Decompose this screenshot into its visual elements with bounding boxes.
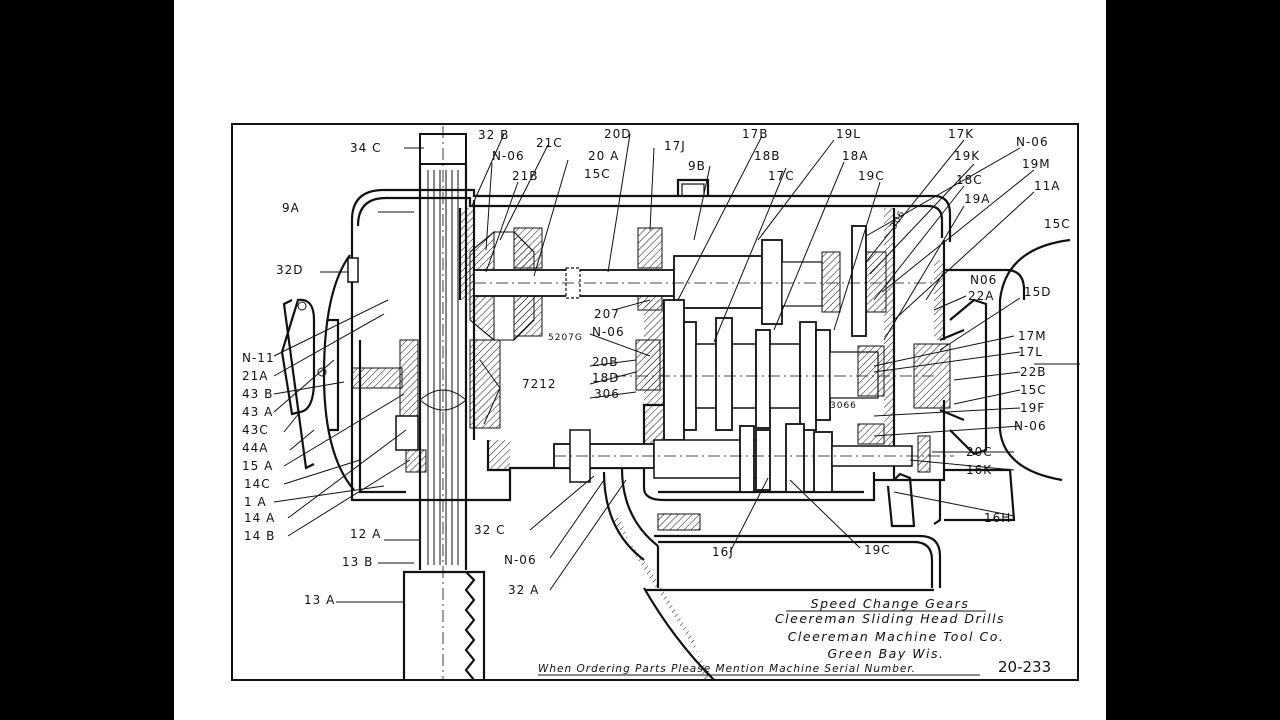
title-block: Speed Change Gears Cleereman Sliding Hea… xyxy=(538,596,1051,676)
label-17M: 17M xyxy=(1018,329,1047,343)
front-cap xyxy=(280,254,403,491)
label-N06-d: N-06 xyxy=(592,325,625,339)
label-13A: 13 A xyxy=(304,593,335,607)
label-32D: 32D xyxy=(276,263,304,277)
callout-labels: 34 C 32 B N-06 21C 20D 17J 17B 19L 17K N… xyxy=(242,127,1071,607)
speed-change-gear-diagram: 34 C 32 B N-06 21C 20D 17J 17B 19L 17K N… xyxy=(231,123,1080,681)
label-16H: 16H xyxy=(984,511,1011,525)
drawing-number: 20-233 xyxy=(998,658,1051,676)
title-line-3: Cleereman Machine Tool Co. xyxy=(788,629,1005,644)
label-21B: 21B xyxy=(512,169,539,183)
label-1A: 1 A xyxy=(244,495,267,509)
label-16J: 16J xyxy=(712,545,734,559)
label-21A: 21A xyxy=(242,369,268,383)
label-306-a: 306 xyxy=(594,387,620,401)
label-18C: 18C xyxy=(956,173,983,187)
label-43A: 43 A xyxy=(242,405,273,419)
label-18B: 18B xyxy=(754,149,781,163)
drawing-sheet: 34 C 32 B N-06 21C 20D 17J 17B 19L 17K N… xyxy=(174,0,1106,720)
label-20A: 20 A xyxy=(588,149,619,163)
label-14C: 14C xyxy=(244,477,271,491)
leader-lines xyxy=(273,133,1080,603)
label-13B: 13 B xyxy=(342,555,373,569)
label-43B: 43 B xyxy=(242,387,273,401)
label-15C-a: 15C xyxy=(584,167,611,181)
label-19A: 19A xyxy=(964,192,990,206)
label-20D: 20D xyxy=(604,127,632,141)
label-15D: 15D xyxy=(1024,285,1052,299)
label-3066: 3066 xyxy=(830,401,857,411)
label-207: 207 xyxy=(594,307,620,321)
label-N06-b: N-06 xyxy=(1016,135,1049,149)
quill xyxy=(402,570,486,681)
upper-shaft xyxy=(473,225,934,337)
label-17L: 17L xyxy=(1018,345,1043,359)
base-column xyxy=(610,513,942,681)
spindle xyxy=(418,126,468,680)
title-line-4: Green Bay Wis. xyxy=(827,646,944,661)
label-20C: 20C xyxy=(966,445,993,459)
ordering-note: When Ordering Parts Please Mention Machi… xyxy=(538,663,916,675)
label-N06-a: N-06 xyxy=(492,149,525,163)
label-14B: 14 B xyxy=(244,529,275,543)
label-N06-c: N06 xyxy=(970,273,997,287)
label-19L: 19L xyxy=(836,127,861,141)
motor-housing xyxy=(913,238,1071,525)
label-22B: 22B xyxy=(1020,365,1047,379)
label-15C-c: 15C xyxy=(1020,383,1047,397)
title-line-1: Speed Change Gears xyxy=(811,596,970,611)
label-17J: 17J xyxy=(664,139,686,153)
label-N11: N-11 xyxy=(242,351,275,365)
label-32B: 32 B xyxy=(478,128,509,142)
label-20B: 20B xyxy=(592,355,619,369)
lower-shaft xyxy=(553,423,954,561)
label-5207G: 5207G xyxy=(548,333,583,343)
label-N06-e: N-06 xyxy=(1014,419,1047,433)
label-17C: 17C xyxy=(768,169,795,183)
label-19F: 19F xyxy=(1020,401,1045,415)
label-18A: 18A xyxy=(842,149,868,163)
drawing-border xyxy=(231,123,1079,681)
label-11A: 11A xyxy=(1034,179,1060,193)
label-N06-f: N-06 xyxy=(504,553,537,567)
label-15A: 15 A xyxy=(242,459,273,473)
label-9B: 9B xyxy=(688,159,706,173)
label-44A: 44A xyxy=(242,441,268,455)
label-32A: 32 A xyxy=(508,583,539,597)
label-19C-b: 19C xyxy=(864,543,891,557)
label-7212: 7212 xyxy=(522,377,557,391)
label-19M: 19M xyxy=(1022,157,1051,171)
label-12A: 12 A xyxy=(350,527,381,541)
label-43C: 43C xyxy=(242,423,269,437)
label-9A: 9A xyxy=(282,201,300,215)
label-19K: 19K xyxy=(954,149,980,163)
label-34C: 34 C xyxy=(350,141,381,155)
label-17K: 17K xyxy=(948,127,974,141)
label-32C: 32 C xyxy=(474,523,505,537)
label-17B: 17B xyxy=(742,127,769,141)
label-18D: 18D xyxy=(592,371,620,385)
title-line-2: Cleereman Sliding Head Drills xyxy=(775,611,1005,626)
label-21C: 21C xyxy=(536,136,563,150)
label-19C-a: 19C xyxy=(858,169,885,183)
label-15C-b: 15C xyxy=(1044,217,1071,231)
label-22A: 22A xyxy=(968,289,994,303)
label-16K: 16K xyxy=(966,463,992,477)
middle-cluster xyxy=(614,299,934,441)
label-14A: 14 A xyxy=(244,511,275,525)
